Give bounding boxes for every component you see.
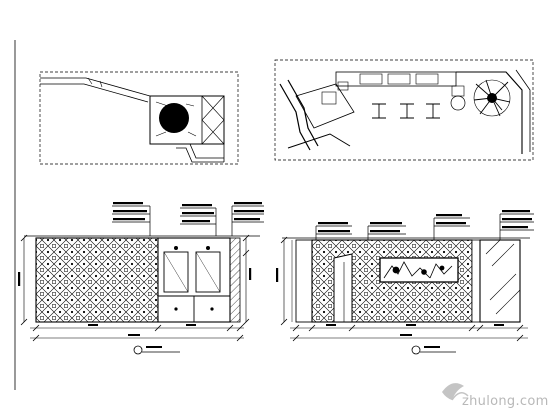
watermark-text: zhulong.com [462,394,549,409]
chair-circle [450,95,466,111]
artwork-icon [383,261,453,279]
zhulong-logo-icon [442,383,469,401]
elevation-left [18,202,264,355]
plan-view-right [274,59,534,161]
view-marker-left [133,345,143,355]
view-marker-right [411,345,421,355]
plant-icon [473,79,511,117]
plan-view-left [39,71,239,165]
column-circle [159,103,189,133]
elevation-right [276,210,534,355]
